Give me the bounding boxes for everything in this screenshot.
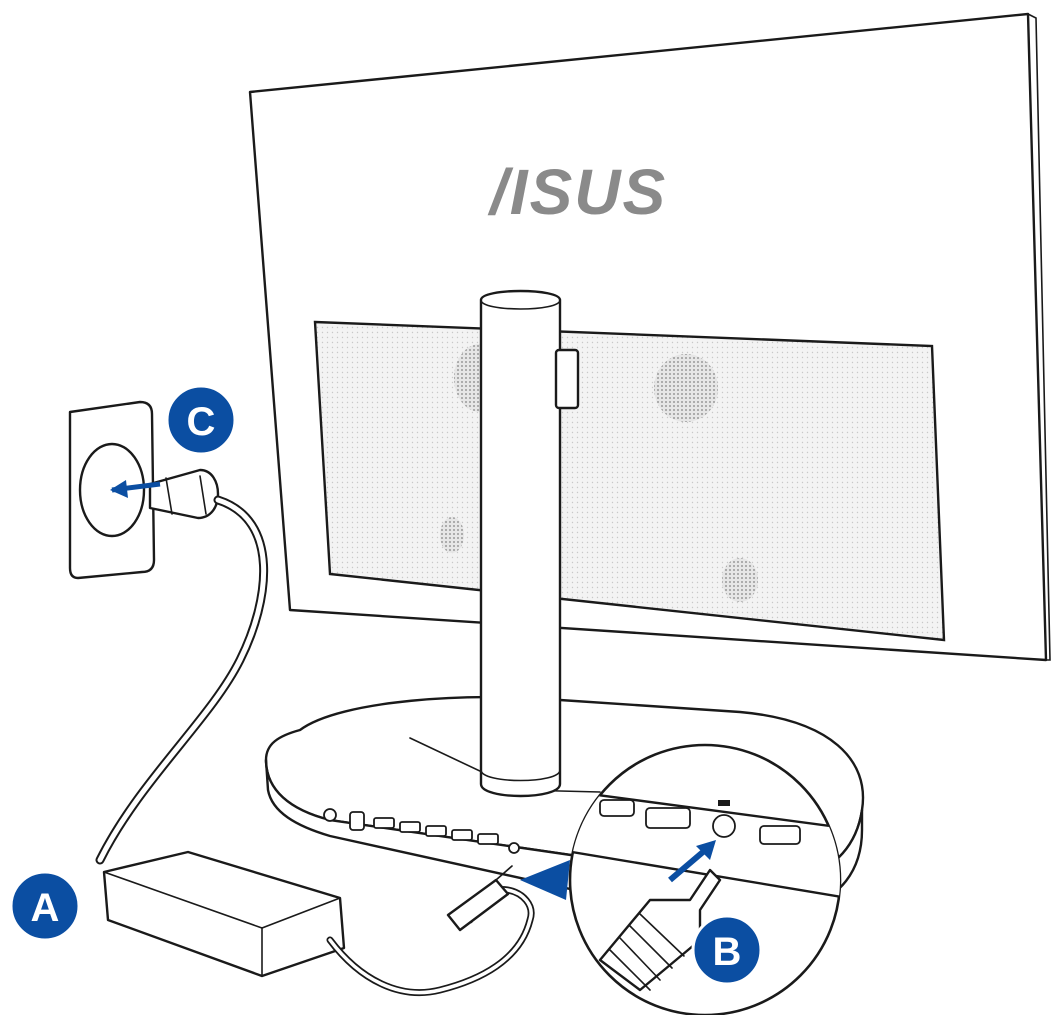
usb-port-3 — [425, 825, 447, 837]
power-adapter — [102, 850, 346, 978]
zoom-detail — [568, 743, 842, 1015]
usb-port-2 — [399, 821, 421, 833]
callout-label-c: C — [187, 400, 216, 444]
usb-port-5 — [477, 833, 499, 845]
dc-plug — [446, 865, 513, 932]
callout-badge-a: A — [9, 870, 81, 942]
rear-io-ports — [323, 808, 520, 854]
speaker-grille-right — [654, 354, 718, 422]
monitor: /ISUS — [248, 12, 1051, 662]
usb-port-1 — [373, 817, 395, 829]
audio-jack — [323, 808, 337, 822]
lan-port — [349, 811, 365, 831]
brand-logo: /ISUS — [487, 156, 667, 228]
callout-label-b: B — [713, 930, 742, 974]
callout-badge-c: C — [165, 384, 237, 456]
dc-in-port — [712, 814, 736, 838]
ac-plug — [148, 468, 220, 520]
callout-label-a: A — [31, 886, 60, 930]
stand-neck — [479, 289, 580, 798]
vent-left — [440, 517, 464, 553]
callout-badge-b: B — [691, 914, 763, 986]
zoom-pointer-arrow — [520, 860, 570, 900]
vent-right — [722, 558, 758, 602]
dc-in-port-small — [508, 842, 520, 854]
usb-port-4 — [451, 829, 473, 841]
